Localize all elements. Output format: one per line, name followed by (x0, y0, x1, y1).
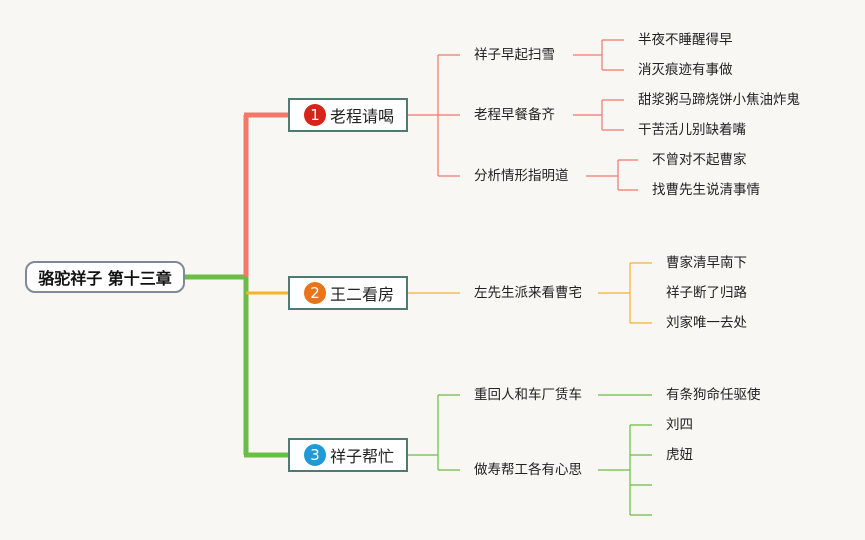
branch-label-1: 老程请喝 (330, 107, 395, 126)
leaf-node[interactable]: 不曾对不起曹家 (652, 152, 747, 168)
number-badge-2: 2 (304, 282, 326, 304)
number-badge-3: 3 (304, 444, 326, 466)
leaf-node[interactable]: 找曹先生说清事情 (652, 182, 760, 198)
branch-label-2: 王二看房 (330, 285, 395, 304)
subtopic-node[interactable]: 左先生派来看曹宅 (474, 285, 582, 301)
leaf-node[interactable]: 有条狗命任驱使 (666, 387, 761, 403)
subtopic-node[interactable]: 老程早餐备齐 (474, 107, 555, 123)
leaf-node[interactable]: 消灭痕迹有事做 (638, 62, 733, 78)
leaf-node[interactable]: 甜浆粥马蹄烧饼小焦油炸鬼 (638, 92, 800, 108)
leaf-node[interactable]: 曹家清早南下 (666, 255, 747, 271)
subtopic-node[interactable]: 祥子早起扫雪 (474, 47, 555, 63)
leaf-node[interactable]: 干苦活儿别缺着嘴 (638, 122, 746, 138)
subtopic-node[interactable]: 分析情形指明道 (474, 168, 569, 184)
leaf-node[interactable]: 祥子断了归路 (666, 285, 747, 301)
leaf-node[interactable]: 刘家唯一去处 (666, 315, 747, 331)
branch-label-3: 祥子帮忙 (330, 447, 395, 466)
number-badge-1: 1 (304, 104, 326, 126)
root-title: 骆驼祥子 第十三章 (38, 269, 172, 288)
subtopic-node[interactable]: 重回人和车厂赁车 (474, 387, 582, 403)
subtopic-node[interactable]: 做寿帮工各有心思 (474, 462, 582, 478)
leaf-node[interactable]: 虎妞 (666, 447, 693, 463)
branch-node-3[interactable]: 3 祥子帮忙 (288, 438, 408, 472)
leaf-node[interactable]: 刘四 (666, 417, 693, 433)
leaf-node[interactable]: 半夜不睡醒得早 (638, 32, 733, 48)
root-node[interactable]: 骆驼祥子 第十三章 (25, 261, 185, 293)
branch-node-2[interactable]: 2 王二看房 (288, 276, 408, 310)
branch-node-1[interactable]: 1 老程请喝 (288, 98, 408, 132)
